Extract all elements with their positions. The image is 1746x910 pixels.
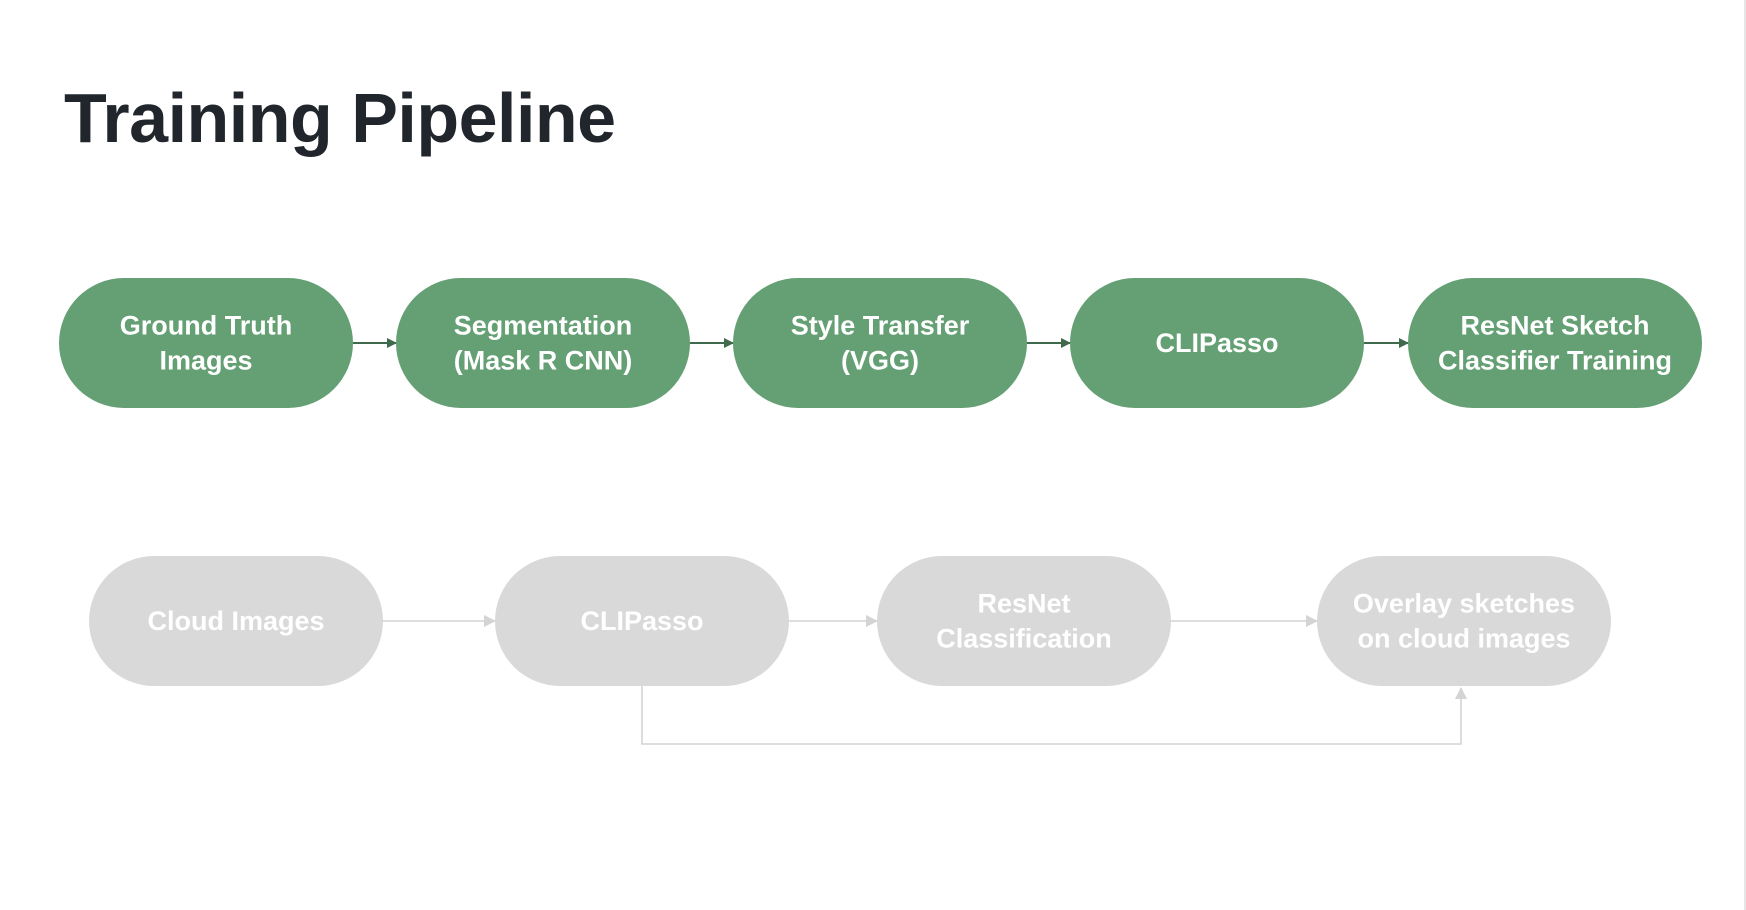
node-label-line: Ground Truth bbox=[120, 311, 292, 341]
node-clipasso: CLIPasso bbox=[1070, 278, 1364, 408]
node-label-line: Classifier Training bbox=[1438, 346, 1672, 376]
node-shape bbox=[89, 556, 383, 686]
node-shape bbox=[59, 278, 353, 408]
node-shape bbox=[877, 556, 1171, 686]
node-label-line: Segmentation bbox=[454, 311, 633, 341]
node-shape bbox=[733, 278, 1027, 408]
node-label-line: ResNet Sketch bbox=[1460, 311, 1649, 341]
node-clipasso-2: CLIPasso bbox=[495, 556, 789, 686]
node-label-line: Style Transfer bbox=[791, 311, 970, 341]
node-overlay-sketches: Overlay sketches on cloud images bbox=[1317, 556, 1611, 686]
edge-clipasso-2-to-overlay-sketches bbox=[641, 686, 1467, 745]
node-shape bbox=[1070, 278, 1364, 408]
page-title: Training Pipeline bbox=[64, 79, 616, 157]
node-cloud-images: Cloud Images bbox=[89, 556, 383, 686]
node-shape bbox=[1317, 556, 1611, 686]
node-label-line: CLIPasso bbox=[580, 606, 703, 636]
node-label-line: Overlay sketches bbox=[1353, 589, 1575, 619]
node-label-line: CLIPasso bbox=[1155, 328, 1278, 358]
node-label-line: Images bbox=[159, 346, 252, 376]
node-label-line: on cloud images bbox=[1357, 624, 1570, 654]
node-label-line: Cloud Images bbox=[147, 606, 324, 636]
node-label-line: Classification bbox=[936, 624, 1112, 654]
node-label-line: (VGG) bbox=[841, 346, 919, 376]
page-edge-divider bbox=[1744, 0, 1746, 910]
node-style-transfer: Style Transfer (VGG) bbox=[733, 278, 1027, 408]
edges-layer bbox=[353, 338, 1467, 745]
node-shape bbox=[495, 556, 789, 686]
node-label-line: ResNet bbox=[977, 589, 1070, 619]
node-label-line: (Mask R CNN) bbox=[454, 346, 633, 376]
node-shape bbox=[1408, 278, 1702, 408]
node-shape bbox=[396, 278, 690, 408]
node-segmentation: Segmentation (Mask R CNN) bbox=[396, 278, 690, 408]
